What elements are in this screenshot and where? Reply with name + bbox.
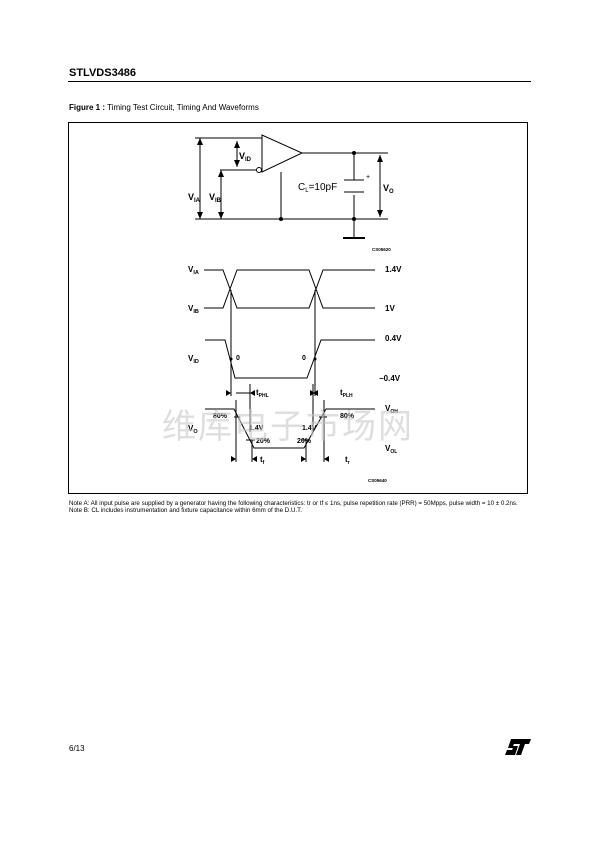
vib-waveform <box>204 269 375 309</box>
vol-label: VOL <box>385 444 397 455</box>
tf-label: tf <box>260 455 265 466</box>
level-0-4v: 0.4V <box>385 334 402 343</box>
note-a: Note A: All input pulse are supplied by … <box>69 500 518 507</box>
header-divider <box>68 81 531 82</box>
circuit-nodes <box>197 138 383 221</box>
pct-80-a: 80% <box>213 413 228 420</box>
test-circuit <box>195 134 388 239</box>
zero-crossing-a: 0 <box>236 355 240 362</box>
vo-circuit-label: VO <box>383 183 394 195</box>
via-label: VIA <box>188 192 201 204</box>
pct-80-b: 80% <box>340 413 355 420</box>
figure-frame <box>68 122 528 494</box>
vo-waveform <box>205 408 375 449</box>
inverting-input-bubble <box>256 167 262 173</box>
note-b: Note B: CL includes instrumentation and … <box>69 507 302 515</box>
figure-title: Timing Test Circuit, Timing And Waveform… <box>107 103 259 112</box>
level-1-4v-a: 1.4V <box>249 425 264 432</box>
voh-label: VOH <box>385 404 398 415</box>
wave-vid-label: VID <box>188 354 199 365</box>
tphl-label: tPHL <box>256 388 269 399</box>
wave-vib-label: VIB <box>188 304 199 315</box>
circuit-code: CS05620 <box>372 247 391 252</box>
receiver-buffer <box>261 134 304 173</box>
cl-label: CL=10pF <box>298 182 337 194</box>
level-minus-0-4v: −0.4V <box>379 374 401 383</box>
figure-label: Figure 1 : <box>69 103 106 112</box>
page-number: 6/13 <box>69 744 85 753</box>
pct-20-a: 20% <box>256 438 271 445</box>
wave-vo-label: VO <box>188 424 198 435</box>
cap-plus-sign: + <box>366 174 370 181</box>
vid-waveform <box>205 339 375 379</box>
pct-20-b: 20% <box>297 438 312 445</box>
level-1-4v: 1.4V <box>385 265 402 274</box>
vib-label: VIB <box>209 192 222 204</box>
level-1v: 1V <box>385 304 395 313</box>
timing-arrows <box>226 357 329 462</box>
figure-notes: Note A: All input pulse are supplied by … <box>69 500 539 515</box>
zero-crossing-b: 0 <box>302 355 306 362</box>
via-waveform <box>204 269 375 309</box>
waveform-code: CS05640 <box>368 478 387 483</box>
document-title: STLVDS3486 <box>69 67 137 79</box>
tr-label: tr <box>345 455 350 466</box>
st-logo-icon <box>505 739 531 755</box>
watermark-text: 维库电子市场网 <box>162 407 414 447</box>
figure-caption: Figure 1 : Timing Test Circuit, Timing A… <box>69 103 259 112</box>
tplh-label: tPLH <box>340 388 353 399</box>
vid-label: VID <box>239 151 252 163</box>
wave-via-label: VIA <box>188 265 199 276</box>
level-1-4v-b: 1.4V <box>302 425 317 432</box>
